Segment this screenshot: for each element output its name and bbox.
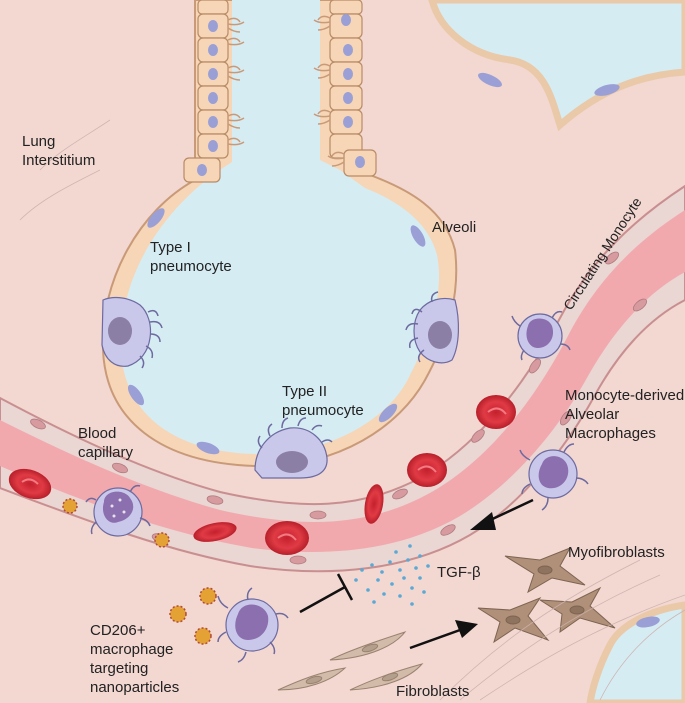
circulating-monocyte — [511, 310, 571, 361]
inhibition-arrow — [299, 573, 354, 614]
label-type2-pneumocyte: Type II pneumocyte — [282, 383, 364, 419]
upper-right-alveolus — [428, 0, 685, 132]
monocyte-derived-macrophage — [519, 443, 589, 511]
type2-pneumocyte-right — [405, 291, 459, 364]
right-microvilli — [313, 15, 345, 167]
left-microvilli — [227, 17, 245, 146]
lower-right-alveolus — [586, 601, 685, 703]
type1-pneumocyte-nuclei — [127, 208, 426, 455]
label-type1-pneumocyte: Type I pneumocyte — [150, 239, 232, 275]
alveolus-lumen — [120, 0, 439, 455]
type2-pneumocyte-left — [101, 296, 163, 369]
tgf-beta-dots — [354, 544, 430, 606]
nanoparticles — [62, 498, 217, 645]
myofibroblasts — [477, 547, 616, 644]
epithelial-nucleus — [594, 84, 620, 96]
label-cd206-nanoparticles: CD206+ macrophage targeting nanoparticle… — [90, 622, 180, 696]
label-alveoli: Alveoli — [432, 219, 477, 236]
label-fibroblasts: Fibroblasts — [396, 683, 470, 700]
secretion-arrow — [470, 498, 534, 530]
cd206-macrophage — [217, 587, 289, 663]
fibroblasts — [277, 631, 424, 691]
monocyte-in-capillary — [85, 484, 151, 537]
capillary-outer-wall — [0, 184, 685, 573]
left-epithelial-nuclei — [197, 20, 218, 176]
label-lung-interstitium: Lung Interstitium — [22, 133, 96, 169]
label-tgf-beta: TGF-β — [437, 564, 481, 581]
ecm-fibers — [19, 119, 685, 701]
label-blood-capillary: Blood capillary — [78, 425, 134, 461]
capillary-lumen — [0, 210, 685, 553]
red-blood-cells — [8, 395, 516, 555]
type2-pneumocyte-bottom — [254, 417, 333, 479]
differentiation-arrow — [409, 620, 478, 650]
left-epithelial-cells — [183, 0, 229, 183]
right-epithelial-nuclei — [341, 14, 365, 168]
right-epithelial-cells — [329, 0, 377, 177]
label-monocyte-derived-macrophages: Monocyte-derived Alveolar Macrophages — [565, 387, 685, 442]
epithelial-nucleus — [636, 616, 660, 628]
epithelial-nucleus — [478, 72, 502, 88]
label-myofibroblasts: Myofibroblasts — [568, 544, 665, 561]
